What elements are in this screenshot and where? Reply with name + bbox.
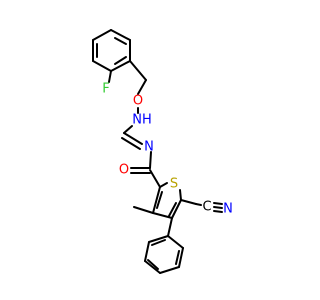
- bond-c3-methyl: [133, 206, 154, 214]
- bond-ph-a: [167, 235, 184, 249]
- atom-label-nitrogen-imine: N: [144, 140, 154, 155]
- atom-label-nitrogen-nitrile: N: [223, 202, 233, 217]
- bond-cn-1: [195, 203, 202, 206]
- bond-ph-double3: [151, 239, 166, 246]
- atom-label-oxygen-ether: O: [133, 94, 143, 109]
- atom-label-oxygen-carbonyl: O: [119, 163, 129, 178]
- bond-cn-triple-a: [213, 206, 223, 209]
- bond-carbonyl-c2: [149, 169, 161, 188]
- bond-c4-c3: [152, 212, 173, 219]
- molecule-structure: F O NH N O S C N: [92, 29, 233, 274]
- atom-label-sulfur: S: [170, 177, 178, 192]
- bond-ring1-a: [110, 29, 131, 41]
- bond-cn-triple-b: [213, 202, 223, 205]
- bond-ring1-f: [92, 29, 112, 41]
- bond-ph-double2: [147, 259, 159, 270]
- bond-ring1-c: [110, 60, 131, 72]
- bond-c5-cn: [180, 199, 197, 205]
- bond-ph-e: [144, 241, 150, 262]
- bond-ring1-ch2: [129, 60, 147, 81]
- bond-ph-d: [144, 260, 161, 274]
- bond-ph-double1: [175, 250, 180, 265]
- bond-n-carbonyl: [149, 151, 152, 169]
- bond-ch-n-2: [121, 137, 141, 150]
- bond-ring1-double2: [114, 56, 127, 65]
- bond-ring1-d: [92, 60, 112, 72]
- bond-ch2-o: [137, 79, 147, 95]
- bond-cn-triple-c: [213, 210, 223, 213]
- atom-label-nh: NH: [132, 113, 152, 128]
- molecule-svg: F O NH N O S C N: [92, 29, 233, 274]
- bonds: [92, 29, 223, 274]
- bond-c4-phenyl: [167, 217, 173, 237]
- bond-c5-c4-double: [168, 202, 177, 217]
- bond-ph-b: [178, 247, 184, 268]
- bond-c3-c2-double: [156, 191, 163, 209]
- atom-labels: F O NH N O S C N: [102, 82, 233, 217]
- bond-s-c5: [179, 189, 182, 201]
- atom-label-carbon-nitrile: C: [202, 200, 211, 215]
- bond-ph-f: [148, 235, 169, 243]
- atom-label-fluorine: F: [102, 82, 109, 97]
- bond-ch-n-1: [123, 132, 143, 145]
- bond-c5-c4: [171, 199, 182, 219]
- bond-ring1-double1: [114, 37, 127, 45]
- bond-ph-c: [159, 266, 180, 274]
- bond-c-f: [108, 70, 112, 83]
- bond-c3-c2: [152, 186, 161, 214]
- bond-c2-s: [159, 182, 168, 188]
- bond-nh-ch: [123, 125, 133, 134]
